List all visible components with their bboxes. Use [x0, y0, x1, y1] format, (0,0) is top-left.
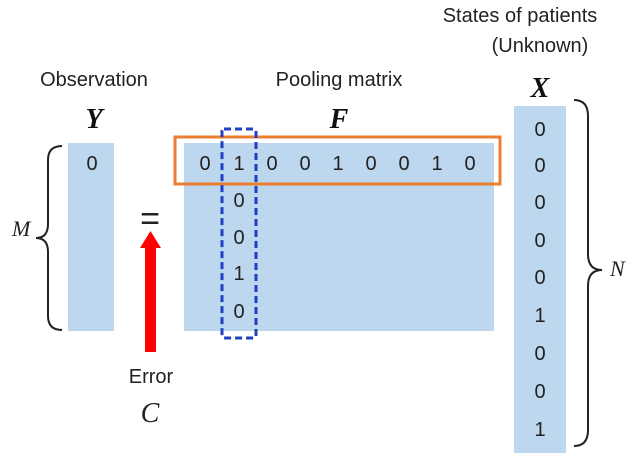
m-brace — [35, 145, 63, 331]
error-arrow — [140, 231, 161, 352]
states-values: 0 0 0 0 0 1 0 0 1 — [534, 119, 545, 441]
pooling-label: Pooling matrix — [276, 69, 403, 91]
column-cell: 0 — [233, 301, 244, 323]
states-label-line2: (Unknown) — [492, 35, 589, 57]
row-cell: 0 — [199, 153, 210, 175]
state-cell: 0 — [534, 119, 545, 141]
state-cell: 0 — [534, 381, 545, 403]
row-cell: 1 — [332, 153, 343, 175]
state-cell: 0 — [534, 343, 545, 365]
row-cell: 1 — [431, 153, 442, 175]
pooling-matrix — [184, 143, 494, 331]
state-cell: 1 — [534, 419, 545, 441]
row-cell: 0 — [266, 153, 277, 175]
n-dimension: N — [609, 256, 626, 281]
state-cell: 0 — [534, 192, 545, 214]
row-cell: 1 — [233, 153, 244, 175]
pooling-row: 0 1 0 0 1 0 0 1 0 — [199, 153, 475, 175]
state-cell: 1 — [534, 305, 545, 327]
column-cell: 1 — [233, 263, 244, 285]
column-cell: 0 — [233, 227, 244, 249]
pooling-column: 0 0 1 0 — [233, 190, 244, 323]
row-cell: 0 — [464, 153, 475, 175]
column-highlight — [220, 127, 258, 340]
states-symbol: X — [530, 73, 551, 104]
state-cell: 0 — [534, 230, 545, 252]
states-label-line1: States of patients — [443, 5, 598, 27]
m-dimension: M — [11, 216, 32, 241]
column-cell: 0 — [233, 190, 244, 212]
error-symbol: C — [141, 398, 160, 429]
states-vector — [514, 106, 566, 453]
observation-symbol: Y — [85, 104, 105, 135]
state-cell: 0 — [534, 267, 545, 289]
observation-label: Observation — [40, 69, 148, 91]
equals-sign: = — [140, 200, 160, 238]
observation-value: 0 — [86, 153, 97, 175]
state-cell: 0 — [534, 155, 545, 177]
observation-vector — [68, 143, 114, 331]
row-cell: 0 — [398, 153, 409, 175]
row-highlight — [173, 135, 502, 186]
n-brace — [573, 99, 603, 447]
error-label: Error — [129, 366, 174, 388]
row-cell: 0 — [365, 153, 376, 175]
pooling-symbol: F — [329, 104, 349, 135]
row-cell: 0 — [299, 153, 310, 175]
